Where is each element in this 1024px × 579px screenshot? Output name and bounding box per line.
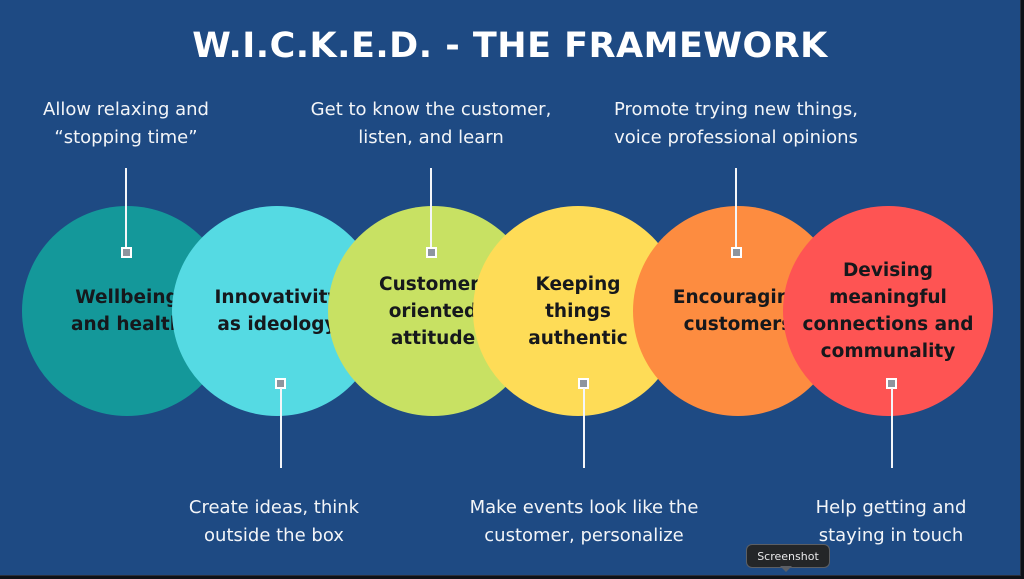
connector-line-devising [891,388,893,468]
slide-title: W.I.C.K.E.D. - THE FRAMEWORK [192,26,828,66]
connector-line-innovativity [280,388,282,468]
circle-wellbeing-label: Wellbeing and health [71,287,183,335]
note-wellbeing: Allow relaxing and “stopping time” [43,99,209,148]
connector-line-customer-oriented [430,168,432,250]
connector-line-wellbeing [125,168,127,250]
note-innovativity: Create ideas, think outside the box [188,497,360,546]
circle-authentic-label: Keeping things authentic [528,273,628,349]
note-authentic: Make events look like the customer, pers… [469,497,699,546]
screenshot-tooltip: Screenshot [746,544,830,568]
circle-devising-label: Devising meaningful connections and comm… [802,260,974,362]
connector-marker-wellbeing [121,247,132,258]
tooltip-arrow [780,566,792,572]
circle-innovativity-label: Innovativity as ideology [214,287,340,335]
connector-line-authentic [583,388,585,468]
circle-customer-oriented-label: Customer- oriented attitude [379,273,487,349]
connector-marker-encouraging [731,247,742,258]
connector-marker-customer-oriented [426,247,437,258]
note-encouraging: Promote trying new things, voice profess… [614,99,858,148]
connector-line-encouraging [735,168,737,250]
note-devising: Help getting and staying in touch [815,497,967,546]
note-customer-oriented: Get to know the customer, listen, and le… [310,99,552,148]
circle-encouraging-label: Encouraging customers [672,287,804,335]
